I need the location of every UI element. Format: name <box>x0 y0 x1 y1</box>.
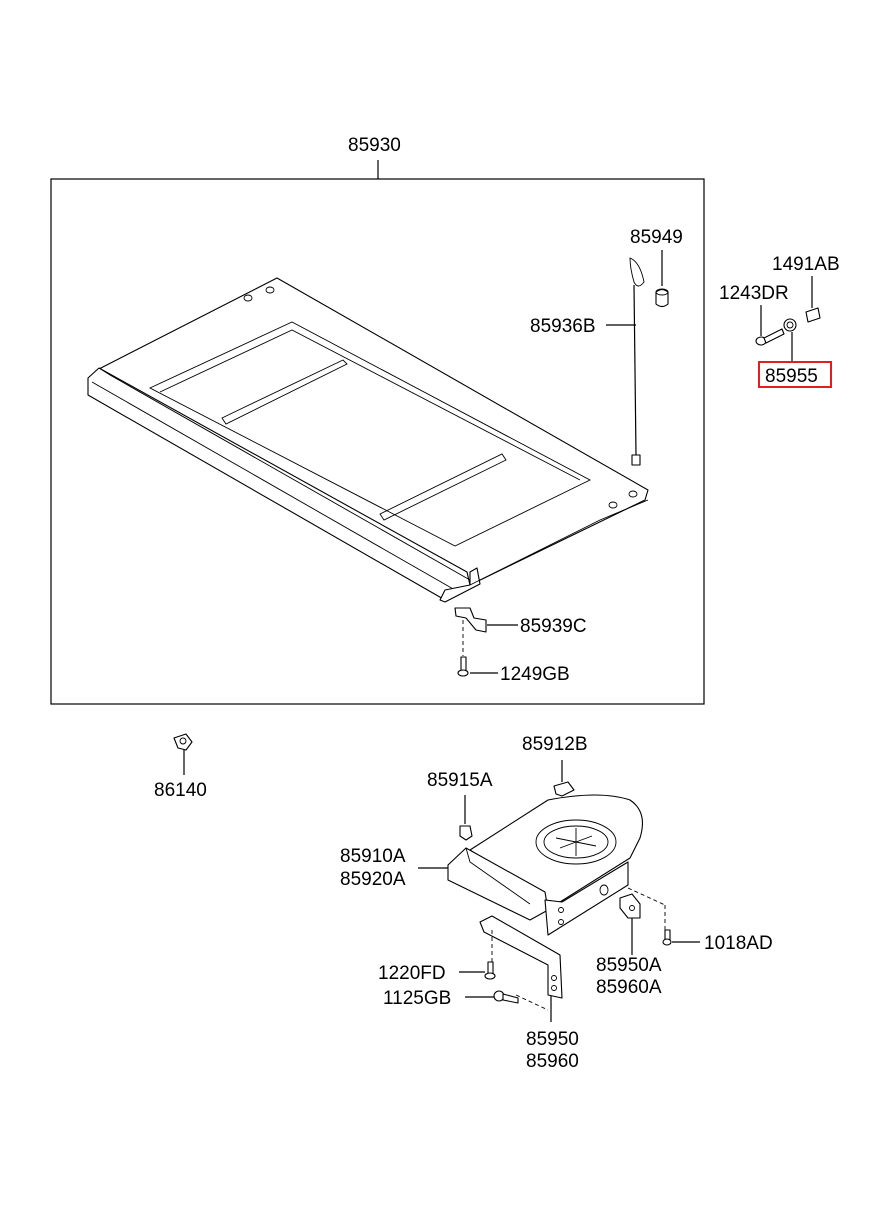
label-85912B: 85912B <box>522 734 588 755</box>
label-85920A: 85920A <box>340 869 406 890</box>
clip-85912B-drawing <box>553 760 575 797</box>
clip-86140-drawing <box>173 733 193 775</box>
label-85960: 85960 <box>526 1051 579 1072</box>
label-85910A: 85910A <box>340 846 406 867</box>
label-85950A: 85950A <box>596 955 662 976</box>
bolt-1125GB-drawing <box>465 990 519 1004</box>
strap-85936B-drawing <box>606 257 645 466</box>
label-1018AD: 1018AD <box>704 933 773 954</box>
label-1125GB: 1125GB <box>383 988 451 1009</box>
label-85930: 85930 <box>348 135 401 156</box>
clip-85939C-drawing <box>454 607 518 656</box>
label-1249GB: 1249GB <box>500 664 570 685</box>
label-85915A: 85915A <box>427 770 493 791</box>
label-85950: 85950 <box>526 1029 579 1050</box>
label-85936B: 85936B <box>530 316 596 337</box>
label-86140: 86140 <box>154 780 207 801</box>
label-1491AB: 1491AB <box>772 254 840 275</box>
label-85939C: 85939C <box>520 616 587 637</box>
screw-85915A-drawing <box>459 795 473 841</box>
cap-85949-drawing <box>655 250 669 308</box>
label-85955: 85955 <box>765 366 818 387</box>
hardware-85955-drawing <box>755 276 821 362</box>
screw-1220FD-drawing <box>459 961 496 980</box>
part-85955-highlight-box <box>758 361 832 388</box>
label-1243DR: 1243DR <box>719 283 789 304</box>
label-1220FD: 1220FD <box>378 963 446 984</box>
spare-bracket-drawing <box>447 794 666 1022</box>
luggage-board-drawing <box>87 277 649 603</box>
label-85949: 85949 <box>630 227 683 248</box>
screw-1249GB-drawing <box>457 656 498 677</box>
screw-1018AD-drawing <box>662 929 700 946</box>
label-85960A: 85960A <box>596 977 662 998</box>
